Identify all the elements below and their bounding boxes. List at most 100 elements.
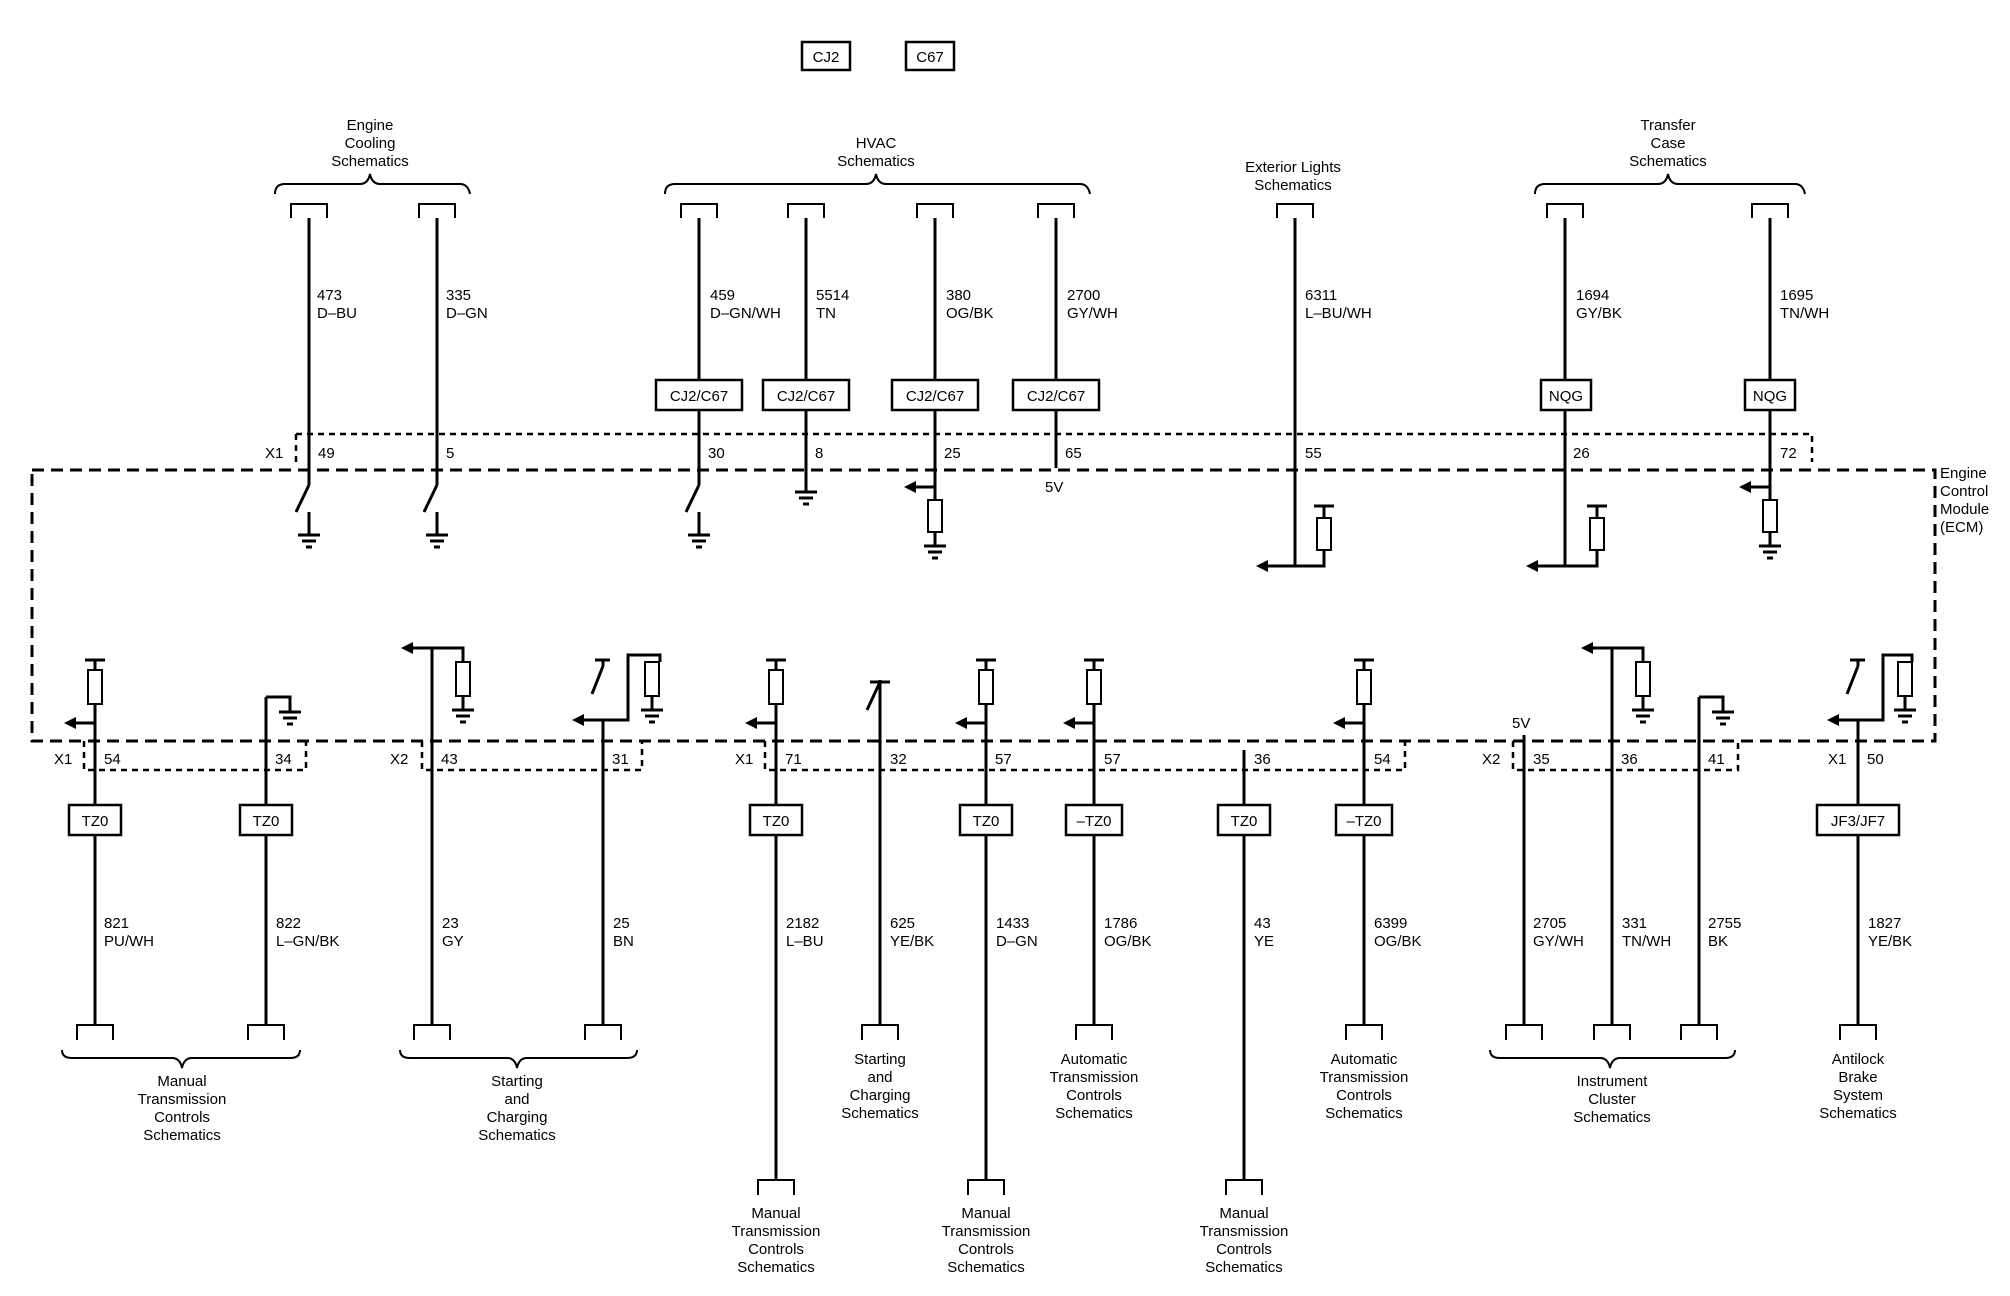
group-antilock-brake: Antilock Brake System Schematics <box>1819 1051 1897 1122</box>
circuit-1827: 50 JF3/JF7 1827 YE/BK <box>1815 653 1916 1040</box>
group-exterior-lights: Exterior Lights Schematics <box>1245 159 1341 194</box>
svg-text:System: System <box>1833 1087 1883 1104</box>
svg-text:Schematics: Schematics <box>1205 1259 1283 1276</box>
svg-text:D–GN/WH: D–GN/WH <box>710 305 781 322</box>
circuit-6399: 54 –TZ0 6399 OG/BK <box>1333 658 1422 1040</box>
svg-text:2705: 2705 <box>1533 915 1566 932</box>
circuit-2182: 71 TZ0 2182 L–BU <box>745 658 824 1195</box>
svg-text:Starting: Starting <box>491 1073 543 1090</box>
svg-text:Schematics: Schematics <box>1629 153 1707 170</box>
svg-text:5514: 5514 <box>816 287 849 304</box>
svg-text:X1: X1 <box>1828 751 1846 768</box>
svg-text:2755: 2755 <box>1708 915 1741 932</box>
circuit-1433: 57 TZ0 1433 D–GN <box>955 658 1038 1195</box>
svg-text:2182: 2182 <box>786 915 819 932</box>
svg-text:25: 25 <box>613 915 630 932</box>
svg-text:25: 25 <box>944 445 961 462</box>
svg-text:49: 49 <box>318 445 335 462</box>
group-transfer-case: Transfer Case Schematics <box>1534 117 1806 195</box>
group-manual-transmission-2: Manual Transmission Controls Schematics <box>732 1205 821 1276</box>
svg-text:35: 35 <box>1533 751 1550 768</box>
svg-text:34: 34 <box>275 751 292 768</box>
svg-text:331: 331 <box>1622 915 1647 932</box>
svg-text:Charging: Charging <box>487 1109 548 1126</box>
svg-text:1827: 1827 <box>1868 915 1901 932</box>
svg-text:Transmission: Transmission <box>1320 1069 1409 1086</box>
svg-text:Engine: Engine <box>347 117 394 134</box>
svg-text:5V: 5V <box>1045 479 1063 496</box>
svg-text:and: and <box>867 1069 892 1086</box>
svg-text:CJ2/C67: CJ2/C67 <box>777 388 835 405</box>
group-manual-transmission-3: Manual Transmission Controls Schematics <box>942 1205 1031 1276</box>
svg-text:625: 625 <box>890 915 915 932</box>
svg-text:65: 65 <box>1065 445 1082 462</box>
svg-text:YE/BK: YE/BK <box>890 933 934 950</box>
svg-text:Manual: Manual <box>1219 1205 1268 1222</box>
svg-text:Schematics: Schematics <box>737 1259 815 1276</box>
svg-text:GY/WH: GY/WH <box>1067 305 1118 322</box>
svg-text:Automatic: Automatic <box>1331 1051 1398 1068</box>
group-engine-cooling: Engine Cooling Schematics <box>274 117 471 195</box>
svg-text:1786: 1786 <box>1104 915 1137 932</box>
svg-text:Schematics: Schematics <box>143 1127 221 1144</box>
group-manual-transmission-1: Manual Transmission Controls Schematics <box>61 1049 301 1144</box>
svg-text:Automatic: Automatic <box>1061 1051 1128 1068</box>
svg-text:TN/WH: TN/WH <box>1622 933 1671 950</box>
svg-text:YE: YE <box>1254 933 1274 950</box>
circuit-380: 380 OG/BK CJ2/C67 25 <box>890 203 994 560</box>
svg-text:TZ0: TZ0 <box>253 813 280 830</box>
svg-text:Controls: Controls <box>154 1109 210 1126</box>
svg-text:Exterior Lights: Exterior Lights <box>1245 159 1341 176</box>
svg-text:Transmission: Transmission <box>138 1091 227 1108</box>
group-starting-charging-2: Starting and Charging Schematics <box>841 1051 919 1122</box>
svg-text:Schematics: Schematics <box>331 153 409 170</box>
svg-text:(ECM): (ECM) <box>1940 519 1983 536</box>
svg-text:36: 36 <box>1254 751 1271 768</box>
svg-text:Transfer: Transfer <box>1640 117 1695 134</box>
svg-text:TN: TN <box>816 305 836 322</box>
svg-text:Schematics: Schematics <box>837 153 915 170</box>
svg-text:Schematics: Schematics <box>1573 1109 1651 1126</box>
svg-text:Transmission: Transmission <box>1200 1223 1289 1240</box>
svg-text:54: 54 <box>1374 751 1391 768</box>
svg-text:459: 459 <box>710 287 735 304</box>
circuit-1786: 57 –TZ0 1786 OG/BK <box>1063 658 1152 1040</box>
svg-text:335: 335 <box>446 287 471 304</box>
svg-text:D–GN: D–GN <box>996 933 1038 950</box>
svg-text:YE/BK: YE/BK <box>1868 933 1912 950</box>
svg-text:Transmission: Transmission <box>1050 1069 1139 1086</box>
svg-text:TZ0: TZ0 <box>1231 813 1258 830</box>
svg-text:Charging: Charging <box>850 1087 911 1104</box>
svg-text:473: 473 <box>317 287 342 304</box>
svg-text:26: 26 <box>1573 445 1590 462</box>
svg-text:BK: BK <box>1708 933 1728 950</box>
circuit-23: 43 23 GY <box>401 642 474 1040</box>
circuit-459: 459 D–GN/WH CJ2/C67 30 <box>654 203 781 549</box>
svg-text:32: 32 <box>890 751 907 768</box>
svg-text:Schematics: Schematics <box>1254 177 1332 194</box>
circuit-821: 54 TZ0 821 PU/WH <box>64 658 154 1040</box>
ecm-label: Engine Control Module (ECM) <box>1940 465 1989 536</box>
group-automatic-transmission-1: Automatic Transmission Controls Schemati… <box>1050 1051 1139 1122</box>
svg-text:GY: GY <box>442 933 464 950</box>
connector-label: X1 <box>265 445 283 462</box>
svg-text:OG/BK: OG/BK <box>946 305 994 322</box>
svg-text:TZ0: TZ0 <box>973 813 1000 830</box>
connector-x2-right <box>1511 741 1740 772</box>
svg-text:Controls: Controls <box>1216 1241 1272 1258</box>
group-manual-transmission-4: Manual Transmission Controls Schematics <box>1200 1205 1289 1276</box>
svg-text:72: 72 <box>1780 445 1797 462</box>
circuit-625: 32 625 YE/BK <box>861 680 934 1040</box>
svg-text:43: 43 <box>441 751 458 768</box>
connector-x1-top <box>294 432 1814 462</box>
group-instrument-cluster: Instrument Cluster Schematics <box>1489 1049 1736 1126</box>
svg-text:Schematics: Schematics <box>478 1127 556 1144</box>
svg-text:31: 31 <box>612 751 629 768</box>
svg-text:Cluster: Cluster <box>1588 1091 1636 1108</box>
circuit-473: 473 D–BU 49 <box>290 203 357 549</box>
svg-text:5V: 5V <box>1512 715 1530 732</box>
svg-text:TZ0: TZ0 <box>82 813 109 830</box>
svg-text:Schematics: Schematics <box>1055 1105 1133 1122</box>
svg-text:57: 57 <box>995 751 1012 768</box>
